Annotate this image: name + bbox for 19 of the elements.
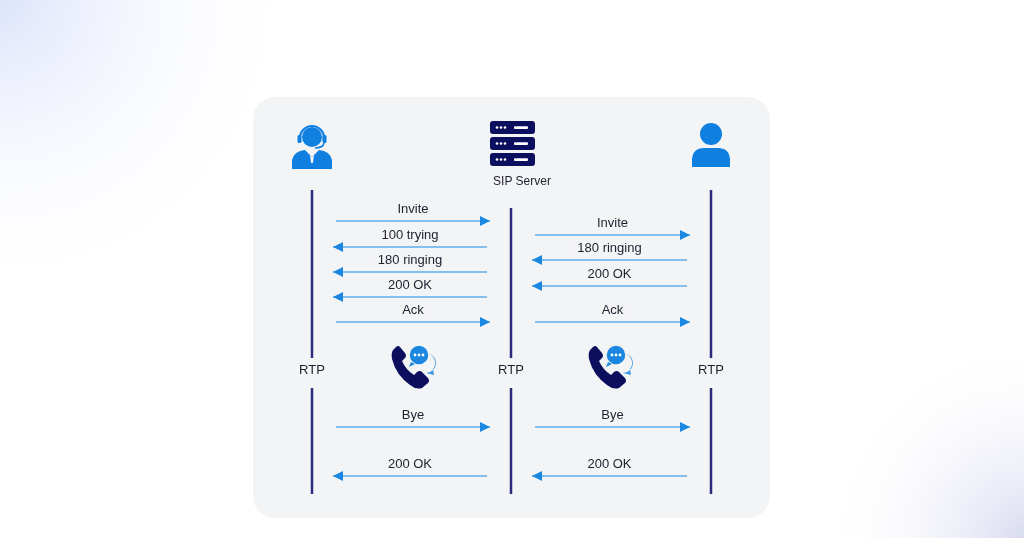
arrow [534,422,691,432]
arrow [332,242,488,252]
headset-person-icon [291,122,333,169]
arrow [531,281,688,291]
arrow [335,422,491,432]
arrow [531,471,688,481]
arrow [332,267,488,277]
arrow [335,216,491,226]
arrow [534,230,691,240]
arrow [332,471,488,481]
person-icon [692,123,730,167]
lifeline-label: RTP [697,362,725,378]
lifeline-label: RTP [298,362,326,378]
participant-label: SIP Server [492,174,552,188]
arrow [534,317,691,327]
arrow [332,292,488,302]
arrow [531,255,688,265]
arrow [335,317,491,327]
lifeline-label: RTP [497,362,525,378]
